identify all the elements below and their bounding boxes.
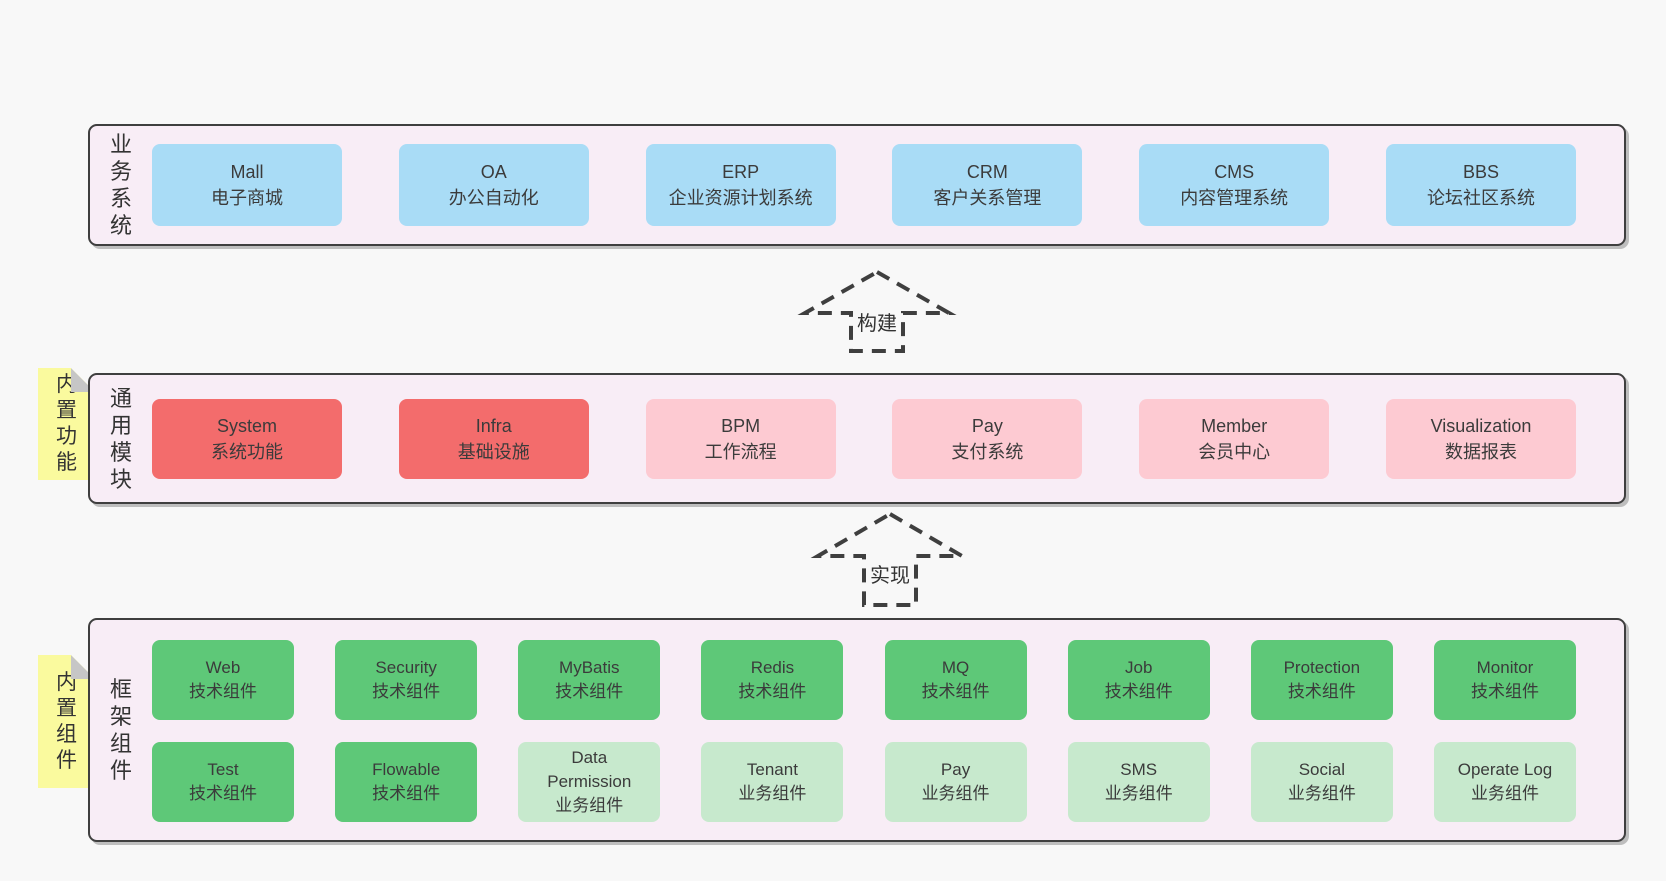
- common-modules-row: System 系统功能 Infra 基础设施 BPM 工作流程 Pay 支付系统…: [152, 375, 1576, 502]
- biz-box-oa: OA 办公自动化: [398, 144, 589, 226]
- business-systems-row: Mall 电子商城 OA 办公自动化 ERP 企业资源计划系统 CRM 客户关系…: [152, 126, 1576, 244]
- up-arrow-icon: [797, 270, 957, 353]
- band-framework-components: 框架组件 Web 技术组件 Security 技术组件 MyBatis 技术组件…: [88, 618, 1626, 842]
- band-label-common-modules: 通用模块: [109, 385, 132, 492]
- band-label-business-systems: 业务系统: [109, 132, 132, 238]
- component-box-redis: Redis 技术组件: [701, 640, 844, 720]
- component-box-flowable: Flowable 技术组件: [335, 742, 478, 822]
- component-box-mybatis: MyBatis 技术组件: [518, 640, 661, 720]
- band-label-framework-components: 框架组件: [109, 677, 132, 783]
- module-box-visualization: Visualization 数据报表: [1385, 398, 1576, 479]
- band-common-modules: 通用模块 System 系统功能 Infra 基础设施 BPM 工作流程 Pay…: [88, 373, 1626, 504]
- component-box-sms: SMS 业务组件: [1067, 742, 1210, 822]
- build-arrow-label: 构建: [853, 306, 901, 337]
- module-box-infra: Infra 基础设施: [398, 398, 589, 479]
- biz-box-erp: ERP 企业资源计划系统: [645, 144, 836, 226]
- component-box-test: Test 技术组件: [152, 742, 294, 822]
- implement-arrow-label: 实现: [866, 558, 914, 589]
- component-box-data-permission: Data Permission 业务组件: [518, 742, 661, 822]
- module-box-system: System 系统功能: [152, 398, 342, 479]
- component-box-job: Job 技术组件: [1067, 640, 1210, 720]
- note-text: 内置组件: [56, 670, 77, 772]
- module-box-bpm: BPM 工作流程: [645, 398, 836, 479]
- component-box-mq: MQ 技术组件: [884, 640, 1027, 720]
- band-business-systems: 业务系统 Mall 电子商城 OA 办公自动化 ERP 企业资源计划系统 CRM…: [88, 124, 1626, 246]
- build-arrow: 构建: [797, 270, 957, 354]
- component-box-monitor: Monitor 技术组件: [1433, 640, 1576, 720]
- component-box-operate-log: Operate Log 业务组件: [1433, 742, 1576, 822]
- component-box-social: Social 业务组件: [1250, 742, 1393, 822]
- component-box-tenant: Tenant 业务组件: [701, 742, 844, 822]
- biz-box-bbs: BBS 论坛社区系统: [1385, 144, 1576, 226]
- biz-box-mall: Mall 电子商城: [152, 144, 342, 226]
- framework-components-grid: Web 技术组件 Security 技术组件 MyBatis 技术组件 Redi…: [152, 640, 1576, 822]
- biz-box-crm: CRM 客户关系管理: [892, 144, 1083, 226]
- module-box-member: Member 会员中心: [1139, 398, 1330, 479]
- component-box-pay: Pay 业务组件: [884, 742, 1027, 822]
- sticky-note-builtin-components: 内置组件: [38, 655, 95, 788]
- biz-box-cms: CMS 内容管理系统: [1139, 144, 1330, 226]
- component-box-protection: Protection 技术组件: [1250, 640, 1393, 720]
- component-box-web: Web 技术组件: [152, 640, 294, 720]
- sticky-note-builtin-features: 内置功能: [38, 368, 95, 480]
- component-box-security: Security 技术组件: [335, 640, 478, 720]
- implement-arrow: 实现: [810, 512, 970, 608]
- module-box-pay: Pay 支付系统: [892, 398, 1083, 479]
